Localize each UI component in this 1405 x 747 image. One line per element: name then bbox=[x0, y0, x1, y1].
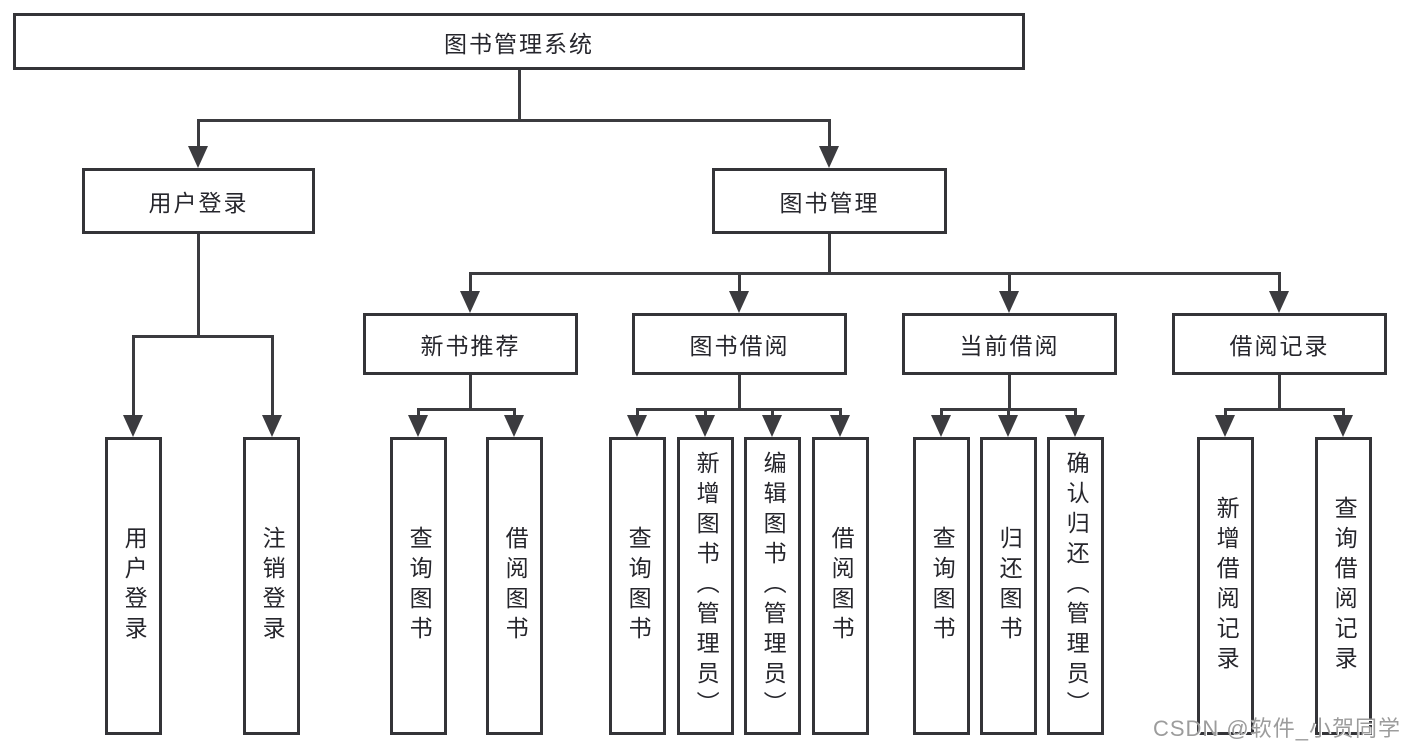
connector-line bbox=[1008, 375, 1011, 408]
leaf-query-book-borrow: 查询图书 bbox=[609, 437, 666, 735]
arrow-down-icon bbox=[504, 415, 524, 437]
connector-line bbox=[1224, 408, 1345, 411]
node-borrow-records-label: 借阅记录 bbox=[1229, 333, 1330, 359]
leaf-add-borrow-record: 新增借阅记录 bbox=[1197, 437, 1254, 735]
leaf-borrow-book-recommend: 借阅图书 bbox=[486, 437, 543, 735]
connector-line bbox=[1342, 408, 1345, 417]
arrow-down-icon bbox=[262, 415, 282, 437]
connector-line bbox=[738, 272, 741, 293]
connector-line bbox=[417, 408, 420, 417]
arrow-down-icon bbox=[123, 415, 143, 437]
connector-line bbox=[1074, 408, 1077, 417]
connector-line bbox=[197, 119, 200, 150]
arrow-down-icon bbox=[1333, 415, 1353, 437]
connector-line bbox=[197, 119, 831, 122]
leaf-query-borrow-record-label: 查询借阅记录 bbox=[1331, 496, 1358, 676]
leaf-confirm-return-admin-label: 确认归还（管理员） bbox=[1063, 451, 1090, 721]
arrow-down-icon bbox=[819, 146, 839, 168]
leaf-add-book-admin-label: 新增图书（管理员） bbox=[693, 451, 720, 721]
connector-line bbox=[828, 234, 831, 272]
connector-line bbox=[132, 335, 274, 338]
leaf-query-book-recommend-label: 查询图书 bbox=[406, 526, 433, 646]
leaf-borrow-book: 借阅图书 bbox=[812, 437, 869, 735]
node-user-login: 用户登录 bbox=[82, 168, 315, 234]
arrow-down-icon bbox=[830, 415, 850, 437]
arrow-down-icon bbox=[695, 415, 715, 437]
leaf-query-book-borrow-label: 查询图书 bbox=[625, 526, 652, 646]
connector-line bbox=[1007, 408, 1010, 417]
node-borrow-records: 借阅记录 bbox=[1172, 313, 1387, 375]
leaf-confirm-return-admin: 确认归还（管理员） bbox=[1047, 437, 1104, 735]
connector-line bbox=[132, 335, 135, 419]
arrow-down-icon bbox=[1215, 415, 1235, 437]
node-new-book-recommend-label: 新书推荐 bbox=[420, 333, 521, 359]
connector-line bbox=[469, 272, 472, 293]
node-current-borrow-label: 当前借阅 bbox=[959, 333, 1060, 359]
watermark-text: CSDN @软件_小贺同学 bbox=[1152, 716, 1401, 741]
connector-line bbox=[1278, 375, 1281, 408]
connector-line bbox=[636, 408, 639, 417]
arrow-down-icon bbox=[1269, 291, 1289, 313]
leaf-edit-book-admin-label: 编辑图书（管理员） bbox=[760, 451, 787, 721]
arrow-down-icon bbox=[998, 415, 1018, 437]
connector-line bbox=[771, 408, 774, 417]
leaf-add-book-admin: 新增图书（管理员） bbox=[677, 437, 734, 735]
leaf-borrow-book-recommend-label: 借阅图书 bbox=[502, 526, 529, 646]
connector-line bbox=[469, 272, 1281, 275]
arrow-down-icon bbox=[931, 415, 951, 437]
node-root: 图书管理系统 bbox=[13, 13, 1025, 70]
node-root-label: 图书管理系统 bbox=[444, 30, 594, 57]
node-book-management-label: 图书管理 bbox=[779, 190, 880, 216]
arrow-down-icon bbox=[729, 291, 749, 313]
connector-line bbox=[1224, 408, 1227, 417]
connector-line bbox=[197, 234, 200, 335]
connector-line bbox=[828, 119, 831, 150]
connector-line bbox=[1278, 272, 1281, 293]
node-book-borrow: 图书借阅 bbox=[632, 313, 847, 375]
leaf-borrow-book-label: 借阅图书 bbox=[828, 526, 855, 646]
arrow-down-icon bbox=[460, 291, 480, 313]
node-book-borrow-label: 图书借阅 bbox=[689, 333, 790, 359]
leaf-logout-label: 注销登录 bbox=[259, 526, 286, 646]
connector-line bbox=[636, 408, 842, 411]
node-book-management: 图书管理 bbox=[712, 168, 947, 234]
leaf-query-book-recommend: 查询图书 bbox=[390, 437, 447, 735]
connector-line bbox=[1008, 272, 1011, 293]
leaf-query-book-current: 查询图书 bbox=[913, 437, 970, 735]
leaf-query-borrow-record: 查询借阅记录 bbox=[1315, 437, 1372, 735]
node-current-borrow: 当前借阅 bbox=[902, 313, 1117, 375]
arrow-down-icon bbox=[1065, 415, 1085, 437]
connector-line bbox=[839, 408, 842, 417]
arrow-down-icon bbox=[999, 291, 1019, 313]
node-user-login-label: 用户登录 bbox=[148, 190, 249, 216]
connector-line bbox=[469, 375, 472, 408]
node-new-book-recommend: 新书推荐 bbox=[363, 313, 578, 375]
leaf-logout: 注销登录 bbox=[243, 437, 300, 735]
leaf-user-login-label: 用户登录 bbox=[121, 526, 148, 646]
connector-line bbox=[738, 375, 741, 408]
arrow-down-icon bbox=[188, 146, 208, 168]
connector-line bbox=[271, 335, 274, 419]
connector-line bbox=[518, 70, 521, 119]
leaf-user-login: 用户登录 bbox=[105, 437, 162, 735]
leaf-return-book: 归还图书 bbox=[980, 437, 1037, 735]
connector-line bbox=[513, 408, 516, 417]
leaf-edit-book-admin: 编辑图书（管理员） bbox=[744, 437, 801, 735]
arrow-down-icon bbox=[627, 415, 647, 437]
arrow-down-icon bbox=[408, 415, 428, 437]
connector-line bbox=[417, 408, 516, 411]
connector-line bbox=[940, 408, 943, 417]
leaf-return-book-label: 归还图书 bbox=[996, 526, 1023, 646]
leaf-add-borrow-record-label: 新增借阅记录 bbox=[1213, 496, 1240, 676]
leaf-query-book-current-label: 查询图书 bbox=[929, 526, 956, 646]
connector-line bbox=[704, 408, 707, 417]
arrow-down-icon bbox=[762, 415, 782, 437]
